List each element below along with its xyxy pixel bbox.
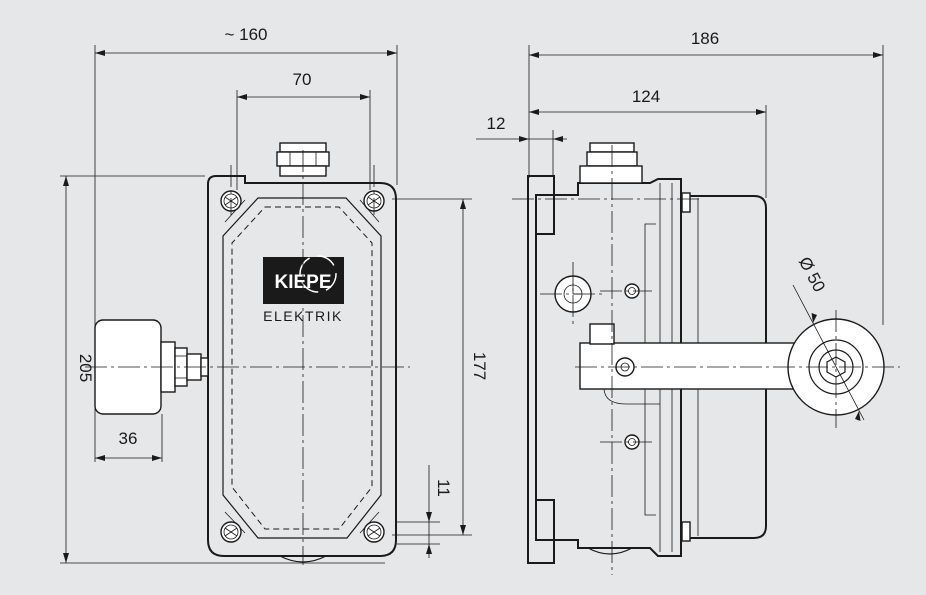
- side-cover: [680, 195, 767, 539]
- front-panel-dashed: [231, 206, 373, 530]
- side-view: [512, 45, 900, 575]
- dim-roller-diameter: Ø 50: [795, 254, 829, 295]
- screw-bottom-right: [363, 521, 385, 543]
- side-housing: [535, 178, 682, 557]
- logo-subtitle-text: ELEKTRIK: [263, 308, 343, 324]
- side-cable-gland: [579, 142, 643, 184]
- front-dimensions: ~ 160 70 205 177 36 11: [63, 25, 489, 563]
- dim-side-body: 124: [632, 87, 660, 106]
- dim-front-width: ~ 160: [224, 25, 267, 44]
- dim-side-total: 186: [691, 29, 719, 48]
- dim-front-hole-height: 177: [470, 352, 489, 380]
- dim-front-hole-spacing: 70: [293, 70, 312, 89]
- dim-front-height: 205: [76, 354, 95, 382]
- front-housing: [207, 175, 397, 557]
- side-flange: [527, 175, 555, 564]
- screw-bottom-left: [220, 521, 242, 543]
- front-panel: [222, 197, 382, 539]
- kiepe-logo: KIEPE ELEKTRIK: [263, 255, 344, 324]
- lever-arm: [579, 323, 796, 405]
- dim-bottom-offset: 11: [434, 479, 453, 497]
- dim-side-flange: 12: [487, 114, 506, 133]
- front-view: KIEPE ELEKTRIK: [60, 45, 472, 565]
- dim-actuator-depth: 36: [119, 429, 138, 448]
